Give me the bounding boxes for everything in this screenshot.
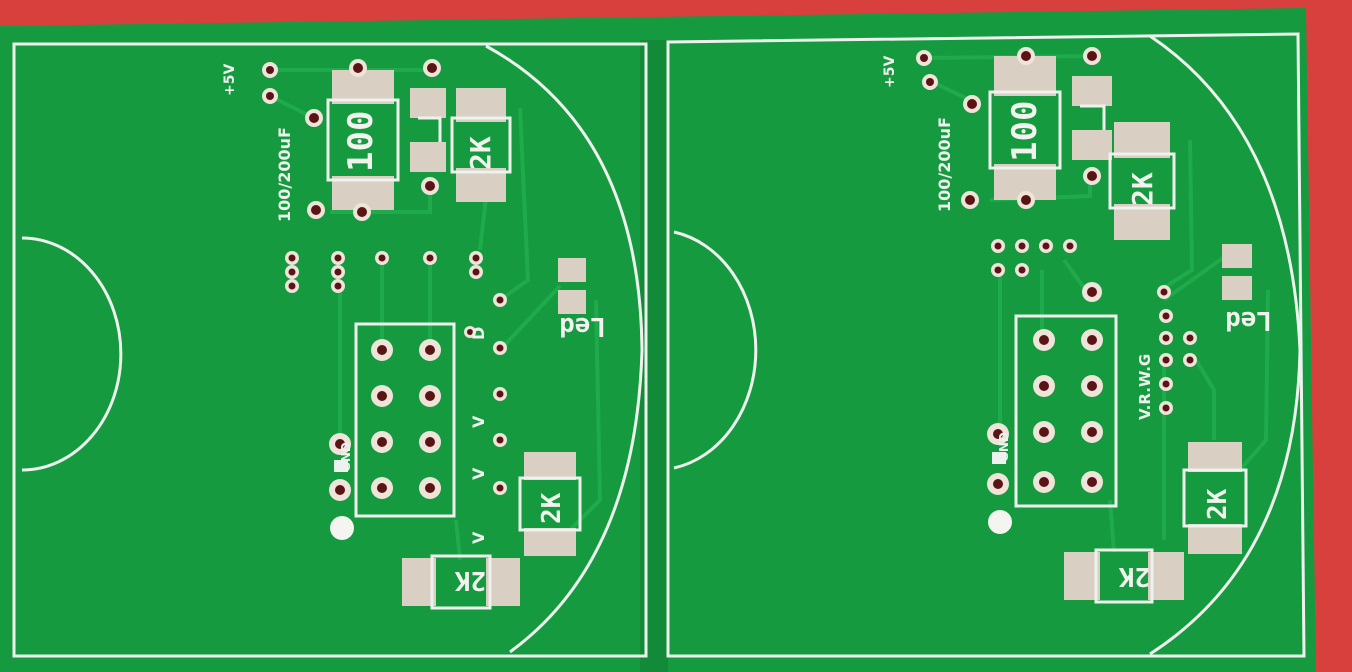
left-pad-2k-c-left <box>402 558 436 606</box>
left-pad-2k-c-right <box>486 558 520 606</box>
left-pad-2k-b-top <box>524 452 576 480</box>
right-vias-middle <box>991 239 1171 302</box>
left-mount-hole <box>330 516 354 540</box>
left-label-2k-b: 2K <box>537 492 567 524</box>
right-pad-c-top <box>1072 76 1112 106</box>
left-board: 100 2K 100/200uF +5V <box>12 42 648 658</box>
right-label-pins: V.R.W.G <box>1136 354 1154 420</box>
right-pad-c-bottom <box>1072 130 1112 160</box>
right-ic-pins <box>1033 329 1103 493</box>
right-field-arc <box>673 230 758 470</box>
left-label-2k-a: 2K <box>464 136 497 170</box>
right-header-vias <box>987 423 1012 534</box>
right-label-power: +5V <box>882 56 898 88</box>
left-label-gnd: GND <box>339 442 353 472</box>
right-pad-2k-b-top <box>1188 442 1242 472</box>
right-big-arc <box>1149 34 1302 656</box>
left-big-arc <box>485 44 644 654</box>
right-board-outline <box>666 32 1306 658</box>
left-vias-middle <box>285 251 507 307</box>
right-vias-top <box>916 47 1101 209</box>
left-label-capacitor: 100/200uF <box>275 127 294 222</box>
right-led-pad-b <box>1222 276 1252 300</box>
left-pin-column <box>464 326 507 495</box>
left-label-100: 100 <box>341 111 381 172</box>
right-led-pad-a <box>1222 244 1252 268</box>
left-pad-2k-a-top <box>456 88 506 122</box>
left-pad-c-top <box>410 88 446 118</box>
right-board: 100 2K 100/200uF +5V <box>666 32 1306 658</box>
left-outline-100 <box>326 98 400 182</box>
right-label-gnd: GND <box>997 432 1011 462</box>
left-label-pin-c: V <box>469 531 488 544</box>
left-pad-2k-b-bottom <box>524 528 576 556</box>
left-ic-outline <box>354 322 456 518</box>
right-pin-column <box>1159 309 1197 415</box>
left-label-pin-a: V <box>469 415 488 428</box>
left-label-pin-b: V <box>469 467 488 480</box>
board-gap <box>640 40 668 672</box>
right-label-led: Led <box>1225 305 1272 335</box>
left-field-arc <box>21 236 123 472</box>
left-label-led: Led <box>559 311 606 341</box>
right-pad-2k-a-bottom <box>1114 204 1170 240</box>
right-ic-outline <box>1014 314 1118 508</box>
left-pad-c-bottom <box>410 142 446 172</box>
left-board-outline <box>12 42 648 658</box>
left-header-vias <box>329 433 354 540</box>
right-label-2k-a: 2K <box>1126 172 1159 206</box>
right-label-100: 100 <box>1005 101 1045 162</box>
left-pad-100-top <box>332 70 394 104</box>
right-label-capacitor: 100/200uF <box>935 117 954 212</box>
left-label-power: +5V <box>222 64 238 96</box>
left-ic-pins <box>371 339 441 499</box>
right-label-2k-c: 2K <box>1118 561 1150 591</box>
right-pad-2k-b-bottom <box>1188 524 1242 554</box>
left-vias-top <box>262 59 441 221</box>
left-label-2k-c: 2K <box>454 565 486 595</box>
left-led-pad-b <box>558 290 586 314</box>
left-led-pad-a <box>558 258 586 282</box>
right-pad-2k-c-left <box>1064 552 1100 600</box>
right-mount-hole <box>988 510 1012 534</box>
right-pad-2k-c-right <box>1148 552 1184 600</box>
left-pad-2k-a-bottom <box>456 168 506 202</box>
right-label-2k-b: 2K <box>1203 488 1233 520</box>
right-pad-2k-a-top <box>1114 122 1170 158</box>
left-label-pin-d: D <box>469 327 488 340</box>
